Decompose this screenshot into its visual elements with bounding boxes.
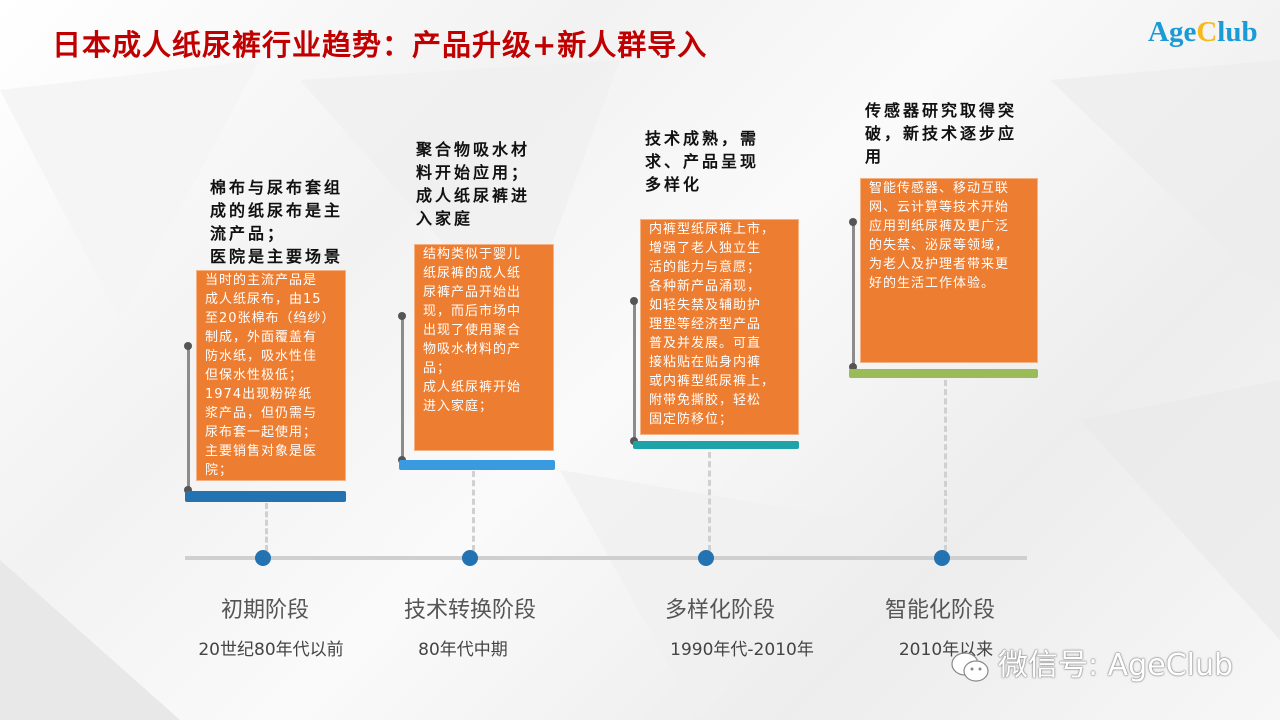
connector-line: [401, 316, 404, 460]
stage-heading: 聚合物吸水材 料开始应用； 成人纸尿裤进 入家庭: [416, 140, 531, 228]
connector-dot: [398, 312, 406, 320]
timeline-dot: [934, 550, 950, 566]
timeline-dot: [255, 550, 271, 566]
stage-bar: [849, 369, 1038, 378]
stage-name: 初期阶段: [220, 598, 310, 623]
stage-detail-box: 当时的主流产品是 成人纸尿布，由15 至20张棉布（绉纱） 制成，外面覆盖有 防…: [196, 270, 346, 481]
watermark-text: 微信号: AgeClub: [998, 648, 1234, 683]
connector-dot: [630, 297, 638, 305]
connector-line: [633, 301, 636, 441]
dashed-connector: [944, 380, 947, 551]
ageclub-logo: AgeClub: [1148, 16, 1258, 48]
stage-date: 80年代中期: [418, 640, 508, 660]
stage-bar: [633, 441, 799, 449]
stage-detail-box: 内裤型纸尿裤上市， 增强了老人独立生 活的能力与意愿； 各种新产品涌现， 如轻失…: [640, 219, 799, 435]
dashed-connector: [472, 471, 475, 551]
stage-name: 技术转换阶段: [403, 598, 537, 623]
stage-heading: 传感器研究取得突 破，新技术逐步应 用: [865, 101, 1018, 166]
stage-detail-box: 智能传感器、移动互联 网、云计算等技术开始 应用到纸尿裤及更广泛 的失禁、泌尿等…: [860, 178, 1038, 363]
stage-detail-box: 结构类似于婴儿 纸尿裤的成人纸 尿裤产品开始出 现，而后市场中 出现了使用聚合 …: [414, 244, 554, 451]
wechat-icon: [951, 651, 989, 682]
connector-dot: [849, 363, 857, 371]
connector-line: [187, 346, 190, 490]
stage-name: 智能化阶段: [884, 598, 996, 623]
connector-dot: [184, 342, 192, 350]
stage-bar: [185, 491, 346, 502]
stage-date: 20世纪80年代以前: [198, 640, 344, 660]
stage-date: 1990年代-2010年: [670, 640, 814, 660]
stage-heading: 棉布与尿布套组 成的纸尿布是主 流产品； 医院是主要场景: [210, 178, 344, 266]
dashed-connector: [708, 452, 711, 551]
stage-bar: [399, 460, 555, 470]
connector-dot: [184, 486, 192, 494]
wechat-watermark: 微信号: AgeClub: [950, 640, 1233, 684]
timeline-axis: [185, 556, 1027, 560]
stage-heading: 技术成熟，需 求、产品呈现 多样化: [645, 129, 760, 194]
stage-name: 多样化阶段: [664, 598, 776, 623]
dashed-connector: [265, 503, 268, 551]
connector-dot: [849, 218, 857, 226]
connector-line: [852, 222, 855, 367]
timeline-dot: [462, 550, 478, 566]
page-title: 日本成人纸尿裤行业趋势：产品升级+新人群导入: [52, 28, 708, 62]
timeline-dot: [698, 550, 714, 566]
